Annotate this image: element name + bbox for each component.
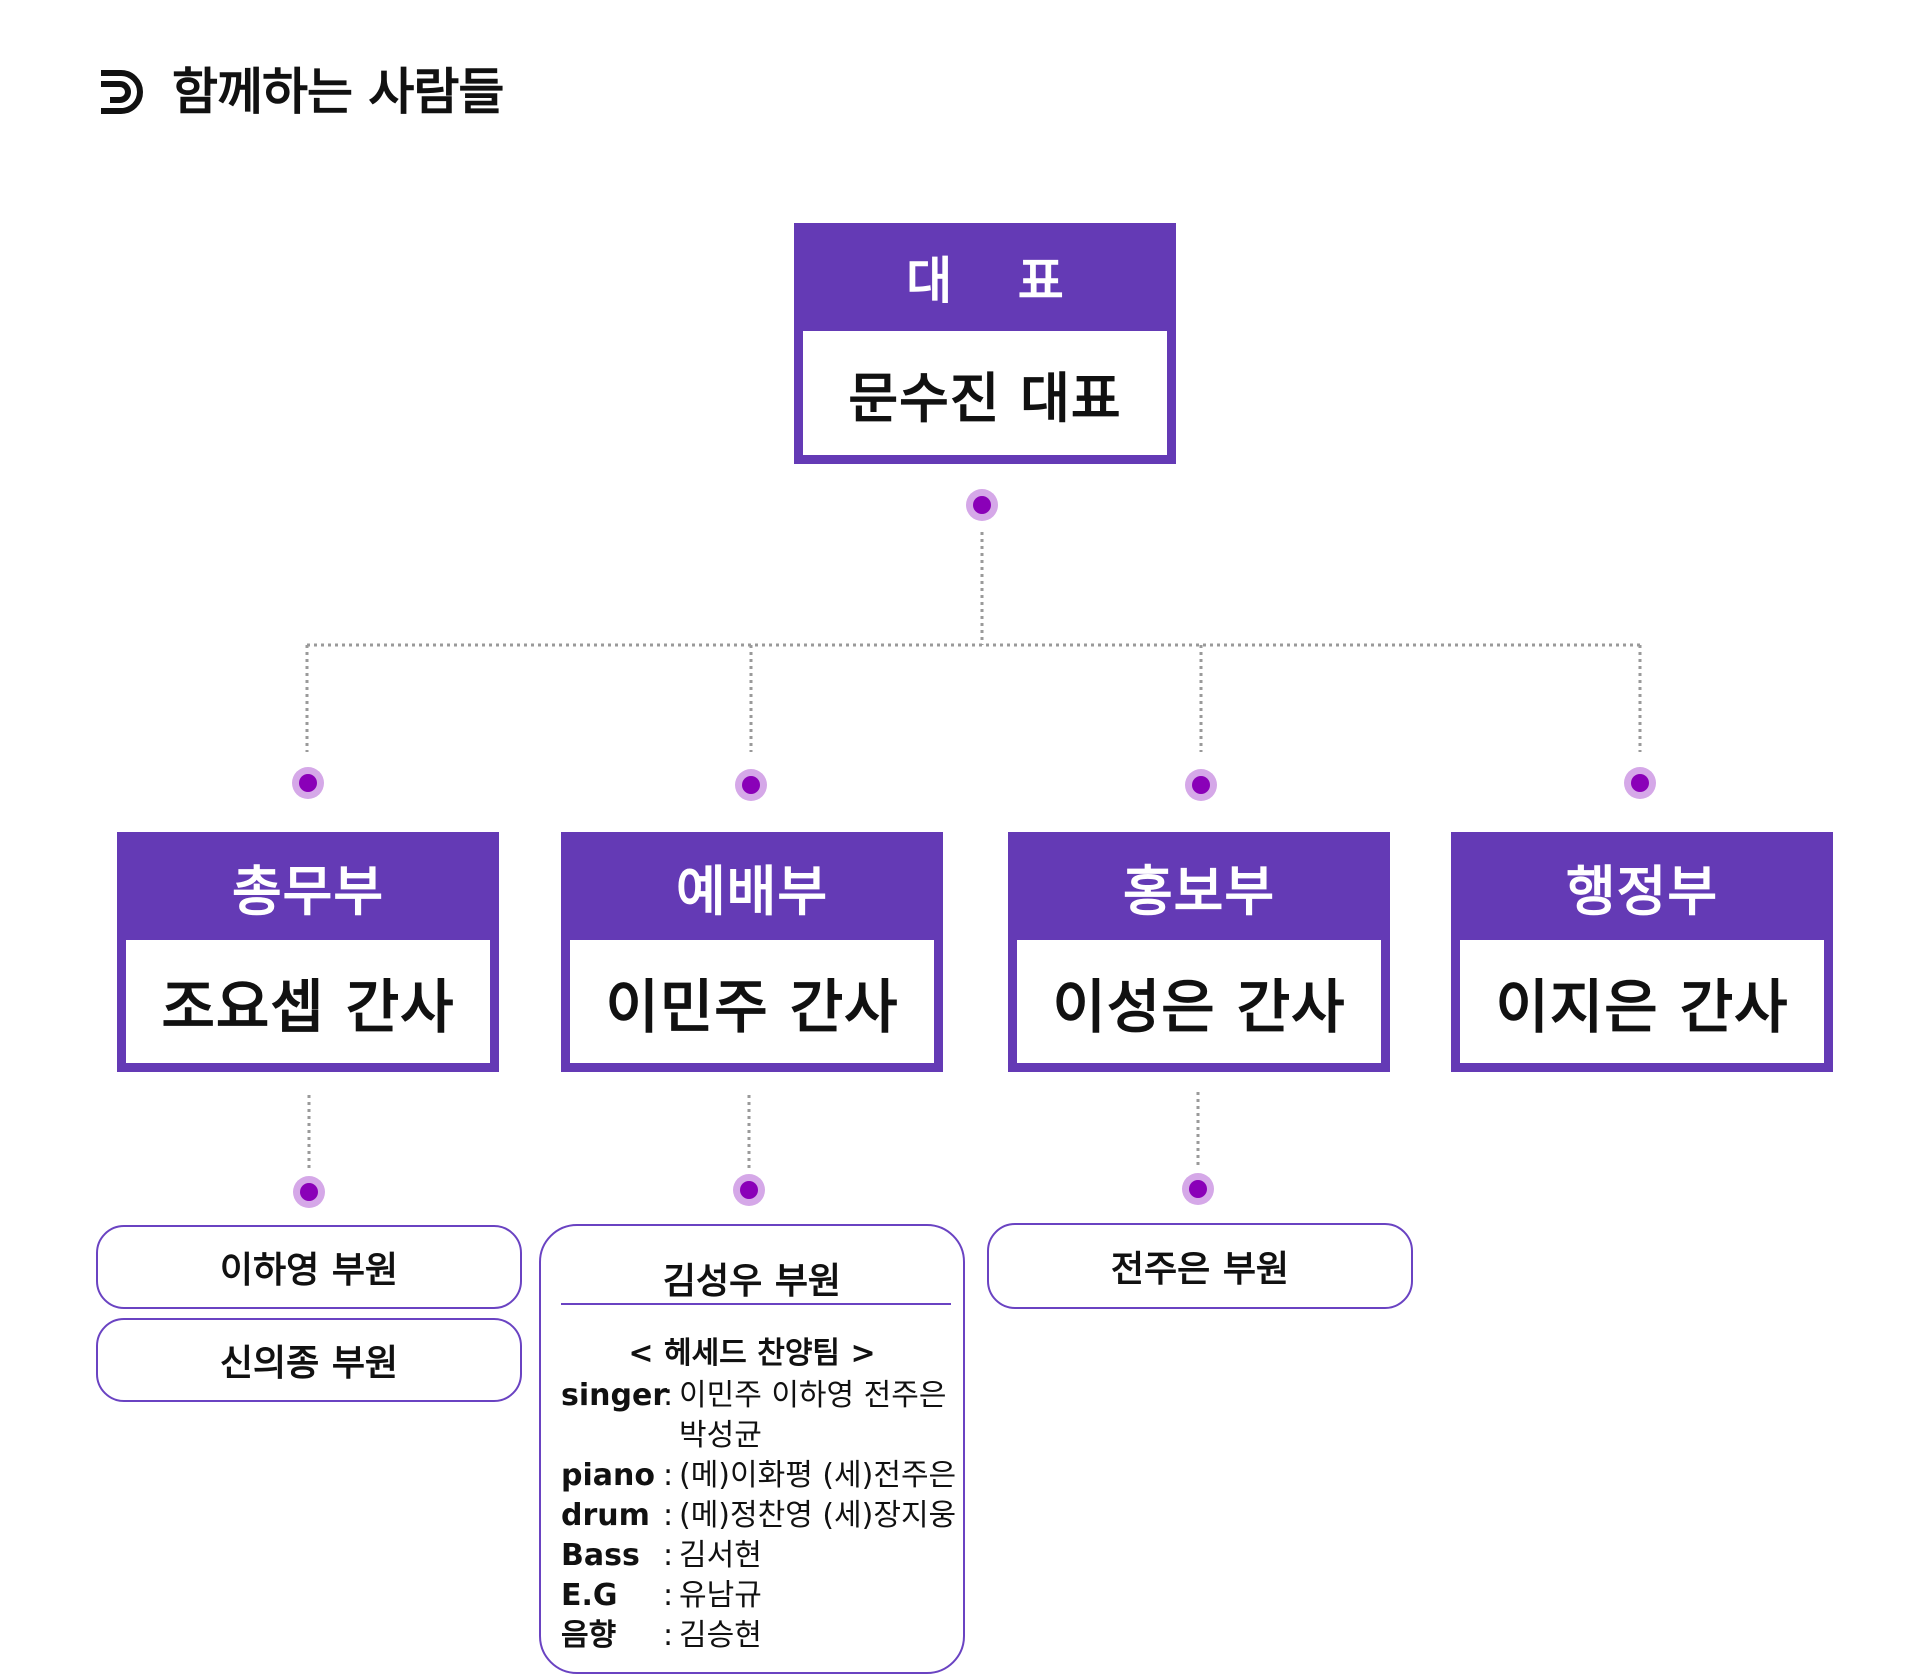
dept-title: 행정부 bbox=[1565, 859, 1719, 923]
dept-box-publicity: 홍보부 이성은 간사 bbox=[1008, 832, 1390, 1072]
roster-separator: : bbox=[663, 1458, 674, 1493]
member-box: 전주은 부원 bbox=[987, 1223, 1413, 1309]
node-dot-d2 bbox=[1185, 769, 1217, 801]
dept-leader: 이민주 간사 bbox=[570, 940, 934, 1063]
dept-leader: 조요셉 간사 bbox=[126, 940, 490, 1063]
divider bbox=[561, 1303, 951, 1305]
node-dot-d0 bbox=[292, 767, 324, 799]
roster-value: 김승현 bbox=[679, 1618, 762, 1653]
d-logo-icon bbox=[101, 70, 143, 114]
node-dot-d1 bbox=[735, 769, 767, 801]
roster-separator: : bbox=[663, 1498, 674, 1533]
node-dot-ceo bbox=[966, 489, 998, 521]
roster-value: 김서현 bbox=[679, 1538, 762, 1573]
page-title-text: 함께하는 사람들 bbox=[172, 63, 504, 121]
roster-row: Bass : 김서현 bbox=[561, 1536, 961, 1576]
roster-value: (메)정찬영 (세)장지웅 bbox=[679, 1498, 957, 1533]
member-box: 신의종 부원 bbox=[96, 1318, 522, 1402]
node-dot-d1-members bbox=[733, 1174, 765, 1206]
roster-separator: : bbox=[663, 1538, 674, 1573]
roster-separator: : bbox=[663, 1378, 674, 1413]
roster-role: Bass bbox=[561, 1538, 640, 1573]
dept-leader: 이성은 간사 bbox=[1017, 940, 1381, 1063]
dept-title: 예배부 bbox=[675, 859, 829, 923]
worship-member-box: 김성우 부원 < 헤세드 찬양팀 > singer : 이민주 이하영 전주은 … bbox=[539, 1224, 965, 1674]
roster-value: 이민주 이하영 전주은 박성균 bbox=[679, 1378, 947, 1453]
member-name: 김성우 부원 bbox=[662, 1261, 842, 1302]
ceo-box: 대 표 문수진 대표 bbox=[794, 223, 1176, 464]
node-dot-d2-members bbox=[1182, 1173, 1214, 1205]
worship-team-name: < 헤세드 찬양팀 > bbox=[628, 1336, 876, 1371]
ceo-box-title: 대 표 bbox=[906, 252, 1088, 310]
worship-team-roster: singer : 이민주 이하영 전주은 박성균 piano : (메)이화평 … bbox=[561, 1376, 961, 1656]
dept-title: 홍보부 bbox=[1122, 859, 1276, 923]
roster-row: drum : (메)정찬영 (세)장지웅 bbox=[561, 1496, 961, 1536]
roster-value: 유남규 bbox=[679, 1578, 762, 1613]
dept-box-worship: 예배부 이민주 간사 bbox=[561, 832, 943, 1072]
ceo-box-name: 문수진 대표 bbox=[803, 331, 1167, 455]
roster-separator: : bbox=[663, 1578, 674, 1613]
roster-role: E.G bbox=[561, 1578, 618, 1613]
roster-role: piano bbox=[561, 1458, 655, 1493]
roster-row: E.G : 유남규 bbox=[561, 1576, 961, 1616]
roster-role: drum bbox=[561, 1498, 650, 1533]
roster-row: piano : (메)이화평 (세)전주은 bbox=[561, 1456, 961, 1496]
dept-leader: 이지은 간사 bbox=[1460, 940, 1824, 1063]
dept-title: 총무부 bbox=[231, 859, 385, 923]
roster-separator: : bbox=[663, 1618, 674, 1653]
dept-box-administration: 행정부 이지은 간사 bbox=[1451, 832, 1833, 1072]
roster-role: singer bbox=[561, 1378, 668, 1413]
node-dot-d3 bbox=[1624, 767, 1656, 799]
node-dot-d0-members bbox=[293, 1176, 325, 1208]
roster-row: singer : 이민주 이하영 전주은 박성균 bbox=[561, 1376, 961, 1456]
roster-role: 음향 bbox=[561, 1618, 617, 1653]
member-box: 이하영 부원 bbox=[96, 1225, 522, 1309]
page-title: 함께하는 사람들 bbox=[96, 62, 504, 122]
dept-box-general-affairs: 총무부 조요셉 간사 bbox=[117, 832, 499, 1072]
roster-value: (메)이화평 (세)전주은 bbox=[679, 1458, 957, 1493]
roster-row: 음향 : 김승현 bbox=[561, 1616, 961, 1656]
